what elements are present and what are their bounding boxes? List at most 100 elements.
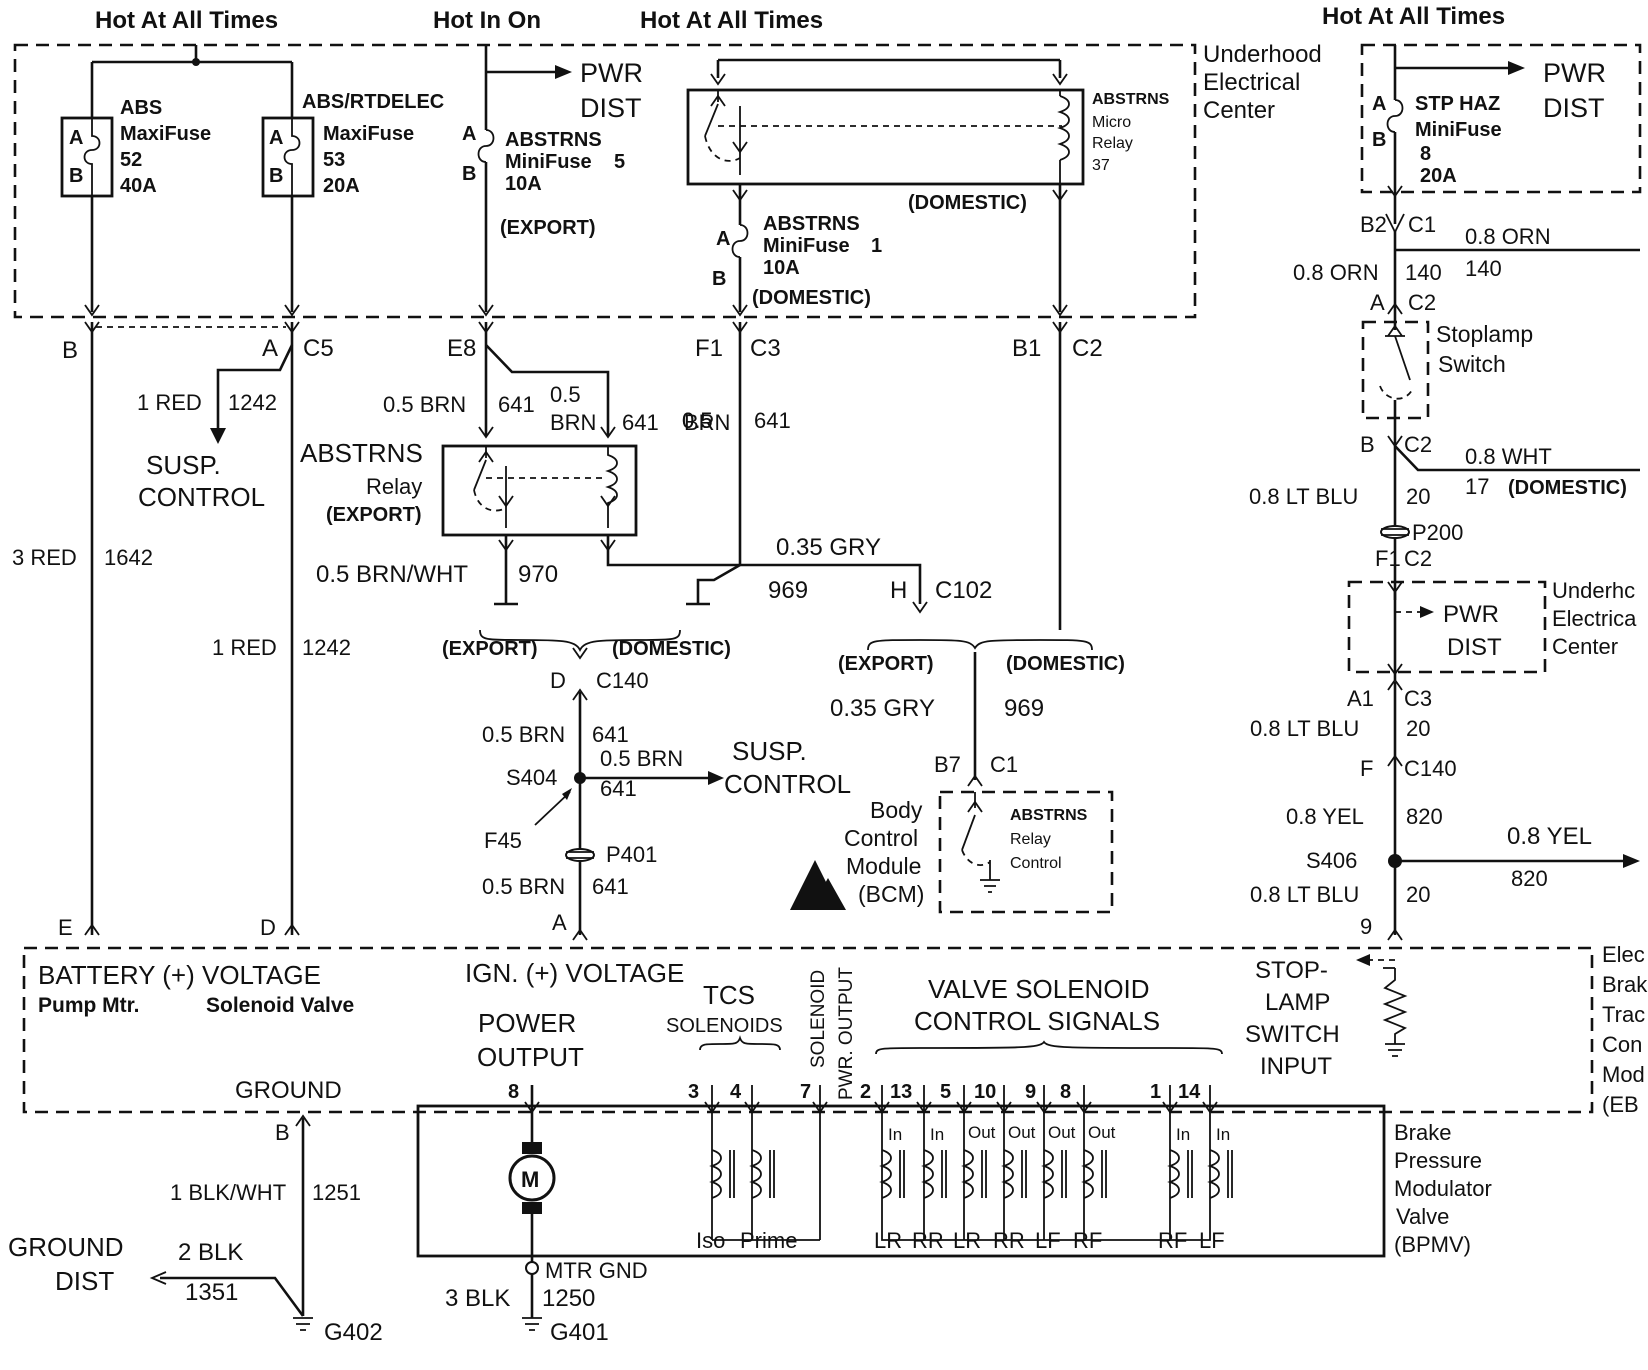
svg-text:8: 8	[1420, 143, 1431, 165]
svg-text:RR: RR	[912, 1228, 944, 1253]
svg-text:Out: Out	[1008, 1123, 1036, 1142]
svg-text:STOP-: STOP-	[1255, 957, 1328, 984]
svg-text:0.8 YEL: 0.8 YEL	[1286, 804, 1364, 829]
svg-text:641: 641	[592, 874, 629, 899]
c140-bracket: (EXPORT) (DOMESTIC) D C140 0.5 BRN 641 S…	[442, 629, 851, 941]
svg-text:A: A	[262, 335, 278, 362]
svg-text:(DOMESTIC): (DOMESTIC)	[908, 192, 1027, 214]
svg-text:PWR. OUTPUT: PWR. OUTPUT	[836, 967, 857, 1100]
svg-text:(DOMESTIC): (DOMESTIC)	[612, 638, 731, 660]
svg-text:BRN: BRN	[684, 410, 730, 435]
svg-text:10A: 10A	[505, 173, 542, 195]
svg-text:140: 140	[1405, 260, 1442, 285]
svg-text:CONTROL: CONTROL	[724, 769, 851, 799]
svg-text:20: 20	[1406, 716, 1430, 741]
svg-text:1 BLK/WHT: 1 BLK/WHT	[170, 1180, 286, 1205]
svg-text:3 BLK: 3 BLK	[445, 1285, 510, 1312]
abstrns-relay-export: ABSTRNS Relay (EXPORT)	[300, 438, 638, 537]
svg-text:STP HAZ: STP HAZ	[1415, 93, 1500, 115]
svg-text:Mod: Mod	[1602, 1062, 1645, 1087]
svg-text:ABSTRNS: ABSTRNS	[1010, 807, 1088, 824]
svg-text:3: 3	[688, 1081, 699, 1103]
svg-text:1242: 1242	[228, 390, 277, 415]
svg-text:ABSTRNS: ABSTRNS	[1092, 91, 1170, 108]
svg-text:Iso: Iso	[696, 1228, 725, 1253]
svg-text:ABS: ABS	[120, 97, 162, 119]
svg-text:5: 5	[940, 1081, 951, 1103]
svg-text:DIST: DIST	[580, 93, 642, 123]
svg-text:Pump Mtr.: Pump Mtr.	[38, 994, 140, 1017]
circuit-641-export: 0.5 BRN 641 0.5 BRN 641	[383, 322, 659, 439]
svg-text:F1: F1	[1375, 546, 1401, 571]
svg-text:2 BLK: 2 BLK	[178, 1239, 243, 1266]
svg-text:0.8 ORN: 0.8 ORN	[1293, 260, 1379, 285]
pump-motor-icon	[508, 1154, 556, 1202]
svg-text:In: In	[1176, 1125, 1190, 1144]
svg-text:SWITCH: SWITCH	[1245, 1021, 1340, 1048]
circuit-969: 0.35 GRY 969 H C102 0.5 0.5 BRN 641	[600, 322, 992, 614]
svg-text:0.5 BRN/WHT: 0.5 BRN/WHT	[316, 561, 468, 588]
svg-text:1: 1	[1150, 1081, 1161, 1103]
svg-text:LAMP: LAMP	[1265, 989, 1330, 1016]
svg-text:Relay: Relay	[1010, 831, 1051, 848]
svg-text:Con: Con	[1602, 1032, 1642, 1057]
svg-text:RF: RF	[1158, 1228, 1187, 1253]
svg-text:Out: Out	[1048, 1123, 1076, 1142]
svg-text:POWER: POWER	[478, 1008, 576, 1038]
svg-text:VALVE SOLENOID: VALVE SOLENOID	[928, 974, 1150, 1004]
svg-text:B: B	[269, 165, 283, 187]
abs-rtdelec-maxifuse-53: A B ABS/RTDELEC MaxiFuse 53 20A	[261, 62, 444, 317]
underhood-electrical-center-2: PWR DIST Underhc Electrica Center	[1347, 578, 1637, 680]
svg-text:0.8 LT BLU: 0.8 LT BLU	[1250, 882, 1359, 907]
svg-text:(BCM): (BCM)	[858, 881, 924, 907]
svg-text:1: 1	[871, 235, 882, 257]
abstrns-minifuse-1: A B ABSTRNS MiniFuse 1 10A (DOMESTIC)	[712, 213, 882, 317]
svg-text:641: 641	[754, 408, 791, 433]
svg-text:Brake: Brake	[1394, 1120, 1451, 1145]
svg-text:H: H	[890, 577, 907, 604]
svg-text:Elec: Elec	[1602, 942, 1645, 967]
body-control-module: ABSTRNS Relay Control Body Control Modul…	[790, 790, 1114, 914]
svg-text:20: 20	[1406, 484, 1430, 509]
svg-text:B: B	[275, 1120, 290, 1145]
svg-text:SOLENOIDS: SOLENOIDS	[666, 1015, 783, 1037]
svg-text:20: 20	[1406, 882, 1430, 907]
svg-text:0.8 LT BLU: 0.8 LT BLU	[1250, 716, 1359, 741]
svg-text:Stoplamp: Stoplamp	[1436, 321, 1533, 347]
svg-text:M: M	[521, 1167, 539, 1192]
svg-text:2: 2	[860, 1081, 871, 1103]
svg-text:In: In	[1216, 1125, 1230, 1144]
svg-text:820: 820	[1511, 866, 1548, 891]
abstrns-micro-relay-37: ABSTRNS Micro Relay 37 (DOMESTIC)	[686, 58, 1170, 317]
svg-text:C2: C2	[1072, 335, 1103, 362]
svg-text:17: 17	[1465, 474, 1489, 499]
svg-text:(DOMESTIC): (DOMESTIC)	[1006, 653, 1125, 675]
svg-text:3 RED: 3 RED	[12, 545, 77, 570]
svg-text:LR: LR	[874, 1228, 902, 1253]
svg-text:(BPMV): (BPMV)	[1394, 1232, 1471, 1257]
svg-text:10A: 10A	[763, 257, 800, 279]
hot-in-on-header: Hot In On	[433, 7, 541, 34]
svg-text:1 RED: 1 RED	[212, 635, 277, 660]
svg-text:BRN: BRN	[550, 410, 596, 435]
svg-text:B: B	[1372, 129, 1386, 151]
svg-text:TCS: TCS	[703, 980, 755, 1010]
svg-text:53: 53	[323, 149, 345, 171]
susp-control-label: SUSP.	[146, 450, 221, 480]
svg-text:PWR: PWR	[580, 58, 643, 88]
svg-text:1251: 1251	[312, 1180, 361, 1205]
stoplamp-switch: Stoplamp Switch	[1361, 320, 1533, 600]
svg-text:MiniFuse: MiniFuse	[1415, 119, 1502, 141]
svg-text:In: In	[888, 1125, 902, 1144]
svg-text:DIST: DIST	[1447, 634, 1502, 661]
svg-text:641: 641	[498, 392, 535, 417]
svg-text:(DOMESTIC): (DOMESTIC)	[752, 287, 871, 309]
svg-text:B1: B1	[1012, 335, 1041, 362]
svg-text:20A: 20A	[1420, 165, 1457, 187]
svg-text:C1: C1	[1408, 212, 1436, 237]
underhood-electrical-center: Underhood Electrical Center	[13, 41, 1322, 319]
right-fuse-block: PWR DIST A B STP HAZ MiniFuse 8 20A	[1360, 43, 1642, 224]
uec-label: Center	[1203, 97, 1275, 124]
svg-text:ABSTRNS: ABSTRNS	[300, 438, 423, 468]
svg-text:970: 970	[518, 561, 558, 588]
